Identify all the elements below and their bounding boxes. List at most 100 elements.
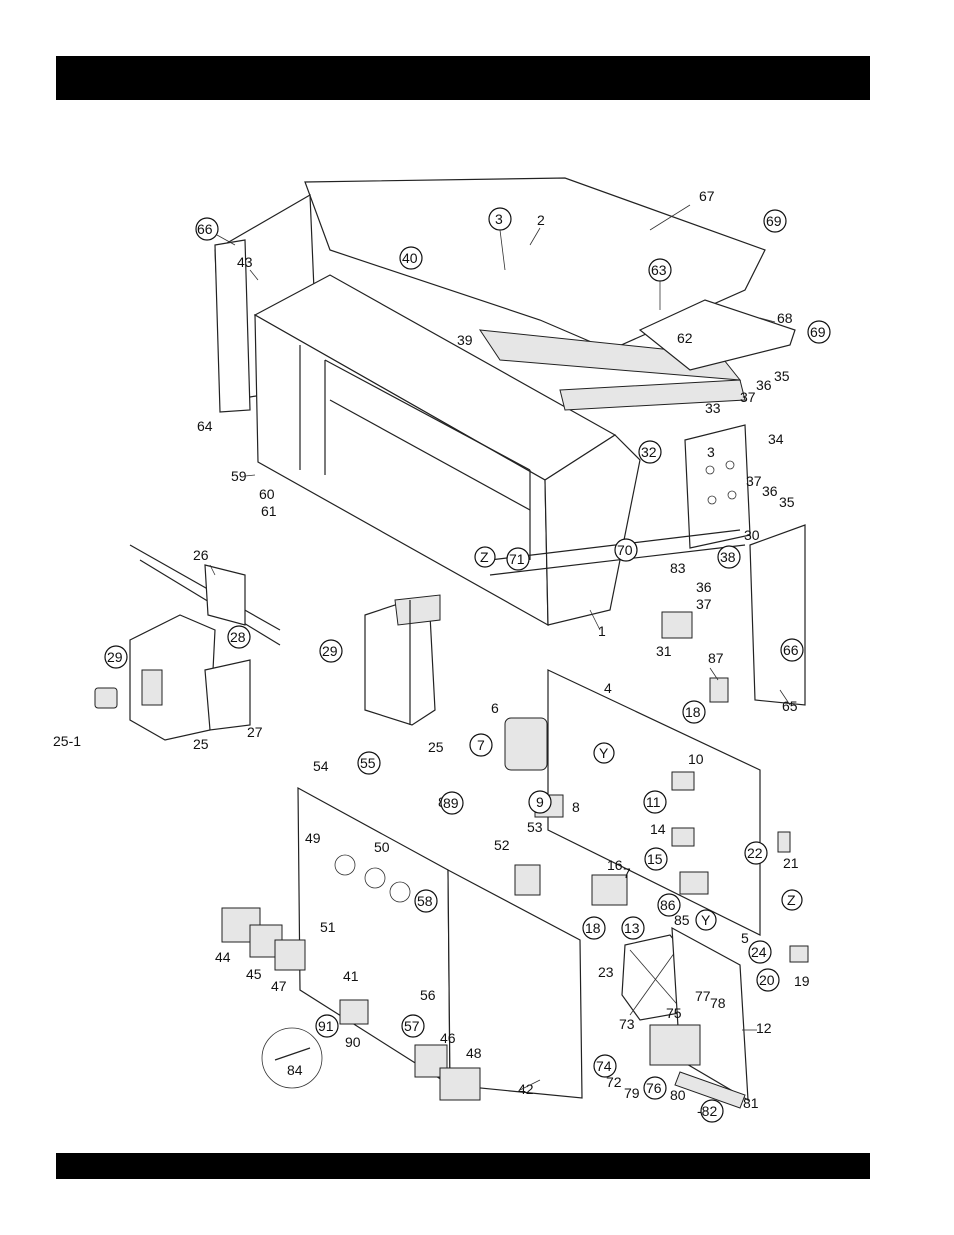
callout-9: 9: [528, 790, 552, 814]
receptacle-48: [439, 1067, 481, 1101]
callout-38: 38: [717, 545, 741, 569]
callout-3: 3: [488, 207, 512, 231]
svg-text:71: 71: [509, 551, 525, 567]
callout-7: 7: [469, 733, 493, 757]
label-79: 79: [624, 1085, 640, 1101]
label-80: 80: [670, 1087, 686, 1103]
callout-Z-a: Z: [474, 546, 496, 568]
label-10: 10: [688, 751, 704, 767]
svg-text:86: 86: [660, 897, 676, 913]
label-23: 23: [598, 964, 614, 980]
switch-90: [339, 999, 369, 1025]
callout-66b: 66: [780, 638, 804, 662]
svg-text:15: 15: [647, 851, 663, 867]
svg-text:91: 91: [318, 1018, 334, 1034]
label-62: 62: [677, 330, 693, 346]
svg-text:66: 66: [197, 221, 213, 237]
svg-text:29: 29: [107, 649, 123, 665]
svg-text:13: 13: [624, 920, 640, 936]
label-48: 48: [466, 1045, 482, 1061]
label-44: 44: [215, 949, 231, 965]
label-39: 39: [457, 332, 473, 348]
label-60: 60: [259, 486, 275, 502]
callout-11: 11: [643, 790, 667, 814]
switch-10: [671, 771, 695, 791]
svg-text:40: 40: [402, 250, 418, 266]
callout-55: 55: [357, 751, 381, 775]
svg-text:22: 22: [747, 845, 763, 861]
callout-63: 63: [648, 258, 672, 282]
callout-18a: 18: [682, 700, 706, 724]
label-36c: 36: [696, 579, 712, 595]
meter-6: [504, 717, 548, 771]
label-53: 53: [527, 819, 543, 835]
label-8: 8: [572, 799, 580, 815]
label-36b: 36: [762, 483, 778, 499]
label-37b: 37: [746, 473, 762, 489]
callout-13: 13: [621, 916, 645, 940]
label-37c: 37: [696, 596, 712, 612]
label-3b: 3: [707, 444, 715, 460]
label-52: 52: [494, 837, 510, 853]
svg-text:76: 76: [646, 1080, 662, 1096]
side-panel-64-front: [214, 239, 251, 413]
callout-40: 40: [399, 246, 423, 270]
regulator-75: [649, 1024, 701, 1066]
label-68: 68: [777, 310, 793, 326]
label-73: 73: [619, 1016, 635, 1032]
svg-text:29: 29: [322, 643, 338, 659]
svg-text:28: 28: [230, 629, 246, 645]
label-31: 31: [656, 643, 672, 659]
callout-70: 70: [614, 538, 638, 562]
svg-text:69: 69: [766, 213, 782, 229]
breaker-86: [679, 871, 709, 895]
callout-76: 76: [643, 1076, 667, 1100]
main-frame: [214, 177, 796, 639]
terminal-strip-81: [674, 1071, 746, 1109]
callout-29b: 29: [319, 639, 343, 663]
label-59: 59: [231, 468, 247, 484]
svg-text:3: 3: [495, 211, 503, 227]
callout-57: 57: [401, 1014, 425, 1038]
svg-text:Y: Y: [701, 912, 711, 928]
label-6: 6: [491, 700, 499, 716]
callout-Y-a: Y: [593, 742, 615, 764]
label-2: 2: [537, 212, 545, 228]
svg-text:57: 57: [404, 1018, 420, 1034]
callout-89: 89: [440, 791, 464, 815]
label-4: 4: [604, 680, 612, 696]
svg-text:74: 74: [596, 1058, 612, 1074]
label-33: 33: [705, 400, 721, 416]
label-43: 43: [237, 254, 253, 270]
detail-84-circle: [261, 1027, 323, 1089]
part-21: [777, 831, 791, 853]
footer-bar: [56, 1153, 870, 1179]
callout-71: 71: [506, 547, 530, 571]
callout-86: 86: [657, 893, 681, 917]
label-67: 67: [699, 188, 715, 204]
callout-69a: 69: [763, 209, 787, 233]
label-84: 84: [287, 1062, 303, 1078]
svg-text:89: 89: [443, 795, 459, 811]
svg-text:7: 7: [477, 737, 485, 753]
label-16: 16: [607, 857, 623, 873]
label-5: 5: [741, 930, 749, 946]
callout-28: 28: [227, 625, 251, 649]
leader-lines: [209, 204, 791, 1091]
front-panel-41: [297, 786, 451, 1087]
label-25b: 25: [428, 739, 444, 755]
circled-callouts: 66 3 69 40 63 69 32 Z 71 70 38 28 29 29 …: [104, 207, 831, 1123]
transformer-29-group: [364, 594, 441, 726]
header-bar: [56, 56, 870, 100]
svg-text:70: 70: [617, 542, 633, 558]
label-78: 78: [710, 995, 726, 1011]
label-45: 45: [246, 966, 262, 982]
callout-58: 58: [414, 889, 438, 913]
svg-text:20: 20: [759, 972, 775, 988]
label-35a: 35: [774, 368, 790, 384]
svg-text:24: 24: [751, 944, 767, 960]
gauge-47: [274, 939, 306, 971]
label-14: 14: [650, 821, 666, 837]
svg-text:55: 55: [360, 755, 376, 771]
callout-82: -82: [697, 1099, 724, 1123]
